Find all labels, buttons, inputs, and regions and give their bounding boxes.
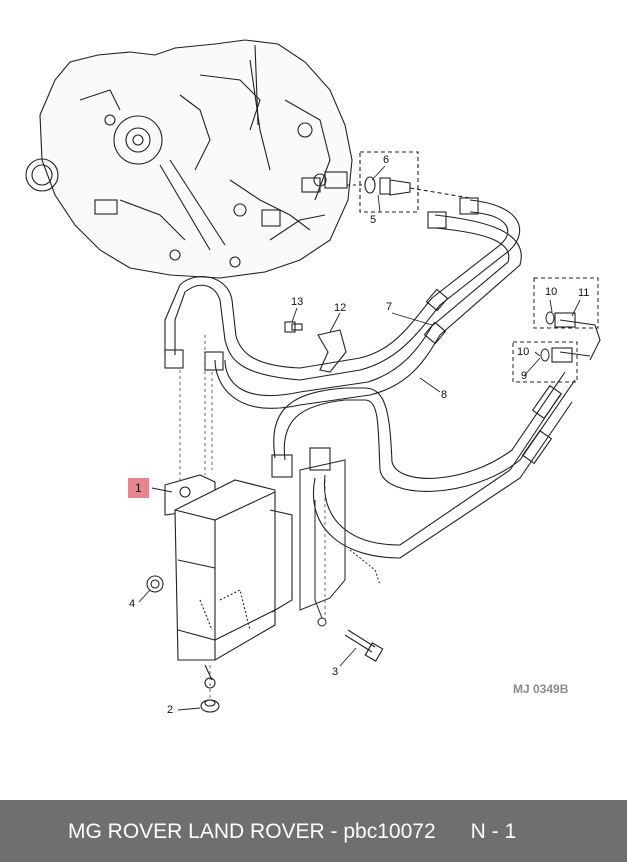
callout-4: 4 bbox=[129, 598, 136, 610]
oil-cooler-body bbox=[164, 474, 293, 689]
alignment-guides bbox=[179, 335, 326, 700]
callout-6: 6 bbox=[383, 154, 390, 166]
callout-10-lower: 10 bbox=[517, 346, 530, 358]
diagram-reference-code: MJ 0349B bbox=[513, 682, 569, 696]
callout-9: 9 bbox=[521, 370, 528, 382]
callout-7: 7 bbox=[386, 301, 393, 313]
fitting-assembly-9-10-11 bbox=[512, 277, 599, 383]
fitting-assembly-5-6 bbox=[347, 151, 471, 213]
oil-cooler-pipes bbox=[164, 197, 601, 559]
exploded-parts-diagram bbox=[25, 39, 601, 713]
loose-parts bbox=[146, 575, 384, 713]
callout-1-highlighted[interactable]: 1 bbox=[128, 478, 149, 498]
callout-12: 12 bbox=[334, 302, 347, 314]
callout-3: 3 bbox=[332, 666, 339, 678]
callout-8: 8 bbox=[441, 389, 448, 401]
cooler-outline-rear bbox=[299, 459, 381, 627]
callout-10-upper: 10 bbox=[545, 286, 558, 298]
callout-5: 5 bbox=[370, 214, 377, 226]
footer-bar: MG ROVER LAND ROVER - pbc10072 N - 1 bbox=[0, 800, 627, 862]
footer-text: MG ROVER LAND ROVER - pbc10072 N - 1 bbox=[68, 820, 517, 843]
callout-2: 2 bbox=[167, 704, 174, 716]
callout-11: 11 bbox=[578, 287, 590, 299]
bracket-and-bolt bbox=[284, 321, 347, 373]
transmission-housing bbox=[25, 39, 353, 279]
callout-leaders bbox=[138, 165, 581, 711]
callout-13: 13 bbox=[291, 296, 304, 308]
